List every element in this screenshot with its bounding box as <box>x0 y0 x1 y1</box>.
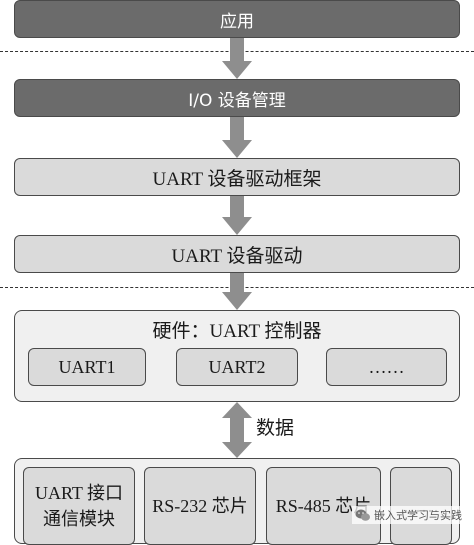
uart-controller-box: 硬件：UART 控制器 UART1 UART2 …… <box>14 310 460 402</box>
uart2-label: UART2 <box>208 356 266 377</box>
uart-interface-line2: 通信模块 <box>43 509 115 529</box>
uart-interface-module: UART 接口 通信模块 <box>23 467 135 545</box>
more-uart-label: …… <box>368 356 405 377</box>
down-arrow-3 <box>222 196 252 235</box>
application-label: 应用 <box>220 11 254 32</box>
rs232-chip: RS-232 芯片 <box>144 467 256 545</box>
watermark: 嵌入式学习与实践 <box>352 506 465 524</box>
uart-interface-line1: UART 接口 <box>34 482 124 503</box>
uart-framework-label: UART 设备驱动框架 <box>152 168 322 190</box>
data-bidirectional-arrow <box>222 402 252 458</box>
application-layer: 应用 <box>14 0 460 38</box>
rs232-label: RS-232 芯片 <box>152 495 248 516</box>
down-arrow-4 <box>222 273 252 310</box>
wechat-icon <box>355 509 370 521</box>
uart-controller-title: 硬件：UART 控制器 <box>152 321 322 342</box>
uart-framework-layer: UART 设备驱动框架 <box>14 158 460 196</box>
uart2-chip: UART2 <box>176 348 298 386</box>
watermark-text: 嵌入式学习与实践 <box>374 509 462 522</box>
rs485-label: RS-485 芯片 <box>275 495 372 516</box>
peripherals-box: UART 接口 通信模块 RS-232 芯片 RS-485 芯片 …… <box>14 458 460 545</box>
more-uart-chip: …… <box>326 348 447 386</box>
uart1-chip: UART1 <box>28 348 146 386</box>
data-label: 数据 <box>256 418 295 439</box>
io-management-layer: I/O 设备管理 <box>14 79 460 117</box>
uart1-label: UART1 <box>58 356 116 377</box>
uart-driver-label: UART 设备驱动 <box>171 245 303 267</box>
io-management-label: I/O 设备管理 <box>188 90 286 111</box>
down-arrow-1 <box>222 38 252 79</box>
uart-driver-layer: UART 设备驱动 <box>14 235 460 273</box>
down-arrow-2 <box>222 117 252 158</box>
